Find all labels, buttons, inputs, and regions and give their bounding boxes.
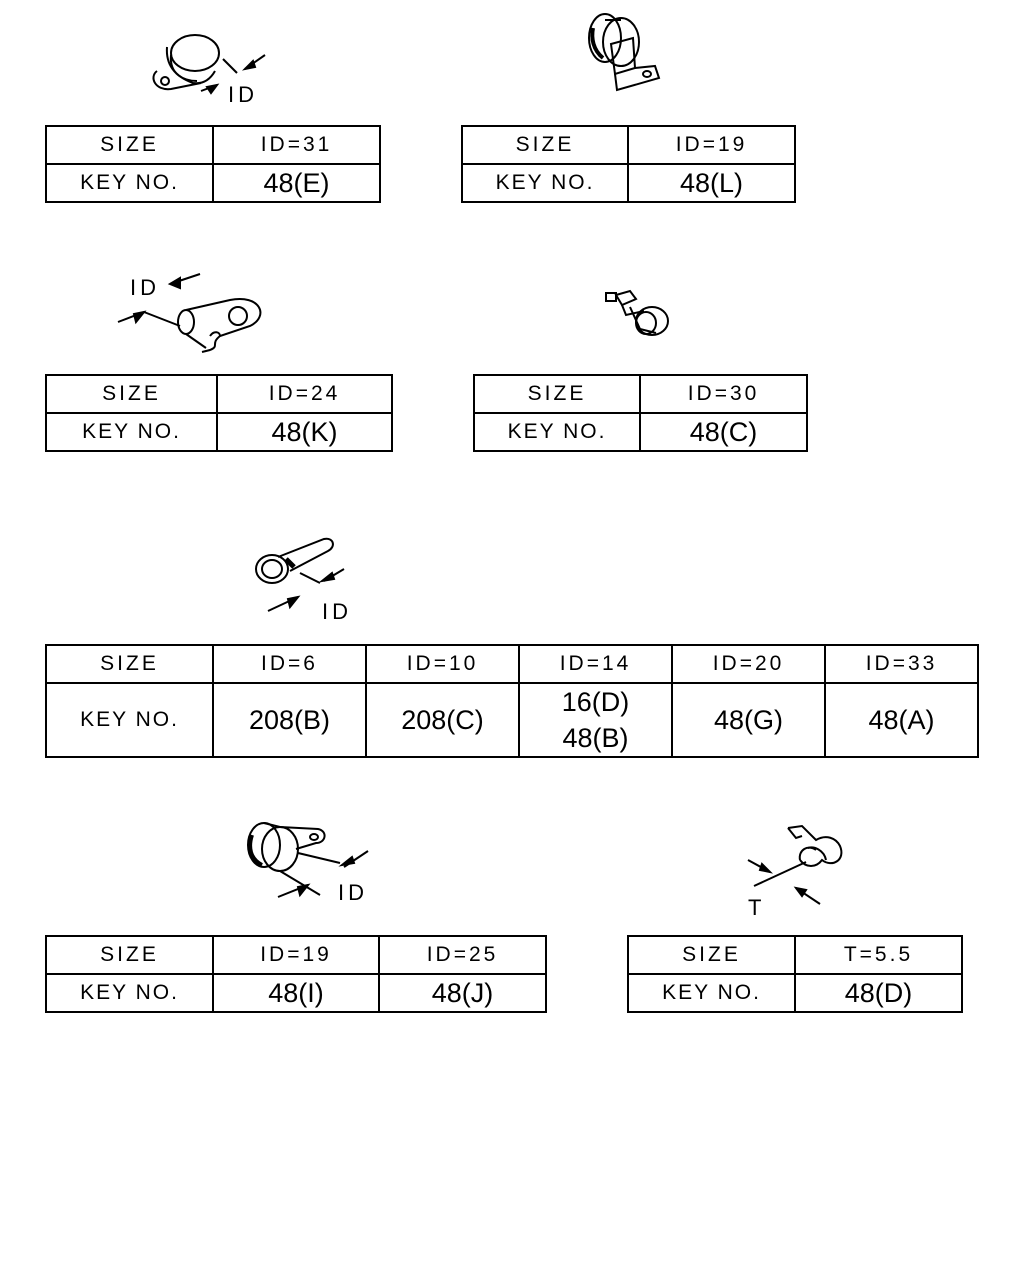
key-no-value: 48(A) <box>868 705 935 735</box>
spec-table-1: SIZE ID=31 KEY NO. 48(E) <box>45 125 381 203</box>
key-no-header: KEY NO. <box>45 973 214 1013</box>
size-value: ID=33 <box>824 644 979 684</box>
dimension-id-label: ID <box>130 275 160 300</box>
key-no-value: 48(G) <box>713 705 784 735</box>
size-header: SIZE <box>627 935 796 975</box>
key-no-value: 208(B) <box>248 705 331 735</box>
spring-clip-icon <box>740 820 860 910</box>
small-clip-icon <box>600 285 675 340</box>
key-no-header: KEY NO. <box>45 412 218 452</box>
key-no-value: 48(B) <box>562 723 629 753</box>
key-no-value: 48(K) <box>216 412 393 452</box>
spec-table-3: SIZE ID=24 KEY NO. 48(K) <box>45 374 393 452</box>
size-header: SIZE <box>461 125 629 165</box>
key-no-header: KEY NO. <box>627 973 796 1013</box>
size-value: ID=19 <box>627 125 796 165</box>
key-no-value: 48(D) <box>794 973 963 1013</box>
key-no-value: 48(J) <box>378 973 547 1013</box>
dimension-id-label: ID <box>228 82 258 107</box>
size-value: ID=20 <box>671 644 826 684</box>
key-no-value: 48(L) <box>627 163 796 203</box>
size-value: ID=31 <box>212 125 381 165</box>
key-no-cell: 16(D) 48(B) <box>518 682 673 758</box>
spec-table-6: SIZE ID=19 ID=25 KEY NO. 48(I) 48(J) <box>45 935 547 1013</box>
size-value: ID=30 <box>639 374 808 414</box>
p-clamp-icon <box>145 25 275 105</box>
key-no-value: 48(E) <box>212 163 381 203</box>
key-no-value: 48(I) <box>212 973 380 1013</box>
size-header: SIZE <box>45 125 214 165</box>
size-header: SIZE <box>45 644 214 684</box>
flat-clamp-icon <box>110 270 270 355</box>
key-no-header: KEY NO. <box>45 163 214 203</box>
spec-table-2: SIZE ID=19 KEY NO. 48(L) <box>461 125 796 203</box>
key-no-header: KEY NO. <box>461 163 629 203</box>
key-no-cell: 48(A) <box>824 682 979 758</box>
dimension-id-label: ID <box>322 599 352 624</box>
dimension-id-label: ID <box>338 880 368 905</box>
cushioned-clamp-icon <box>240 815 380 905</box>
size-value: ID=6 <box>212 644 367 684</box>
size-value: ID=25 <box>378 935 547 975</box>
size-value: ID=19 <box>212 935 380 975</box>
spec-table-7: SIZE T=5.5 KEY NO. 48(D) <box>627 935 963 1013</box>
size-value: ID=14 <box>518 644 673 684</box>
key-no-value: 48(C) <box>639 412 808 452</box>
size-header: SIZE <box>45 935 214 975</box>
size-header: SIZE <box>473 374 641 414</box>
size-value: ID=24 <box>216 374 393 414</box>
key-no-cell: 208(B) <box>212 682 367 758</box>
key-no-cell: 208(C) <box>365 682 520 758</box>
size-value: ID=10 <box>365 644 520 684</box>
key-no-header: KEY NO. <box>45 682 214 758</box>
key-no-value: 16(D) <box>561 687 630 717</box>
size-value: T=5.5 <box>794 935 963 975</box>
key-no-header: KEY NO. <box>473 412 641 452</box>
key-no-cell: 48(G) <box>671 682 826 758</box>
cushioned-clamp-tab-icon <box>250 533 350 613</box>
spec-table-4: SIZE ID=30 KEY NO. 48(C) <box>473 374 808 452</box>
dimension-t-label: T <box>748 895 766 920</box>
key-no-value: 208(C) <box>401 705 484 735</box>
loop-clamp-bracket-icon <box>585 8 675 98</box>
size-header: SIZE <box>45 374 218 414</box>
spec-table-5: SIZE ID=6 ID=10 ID=14 ID=20 ID=33 KEY NO… <box>45 644 979 758</box>
